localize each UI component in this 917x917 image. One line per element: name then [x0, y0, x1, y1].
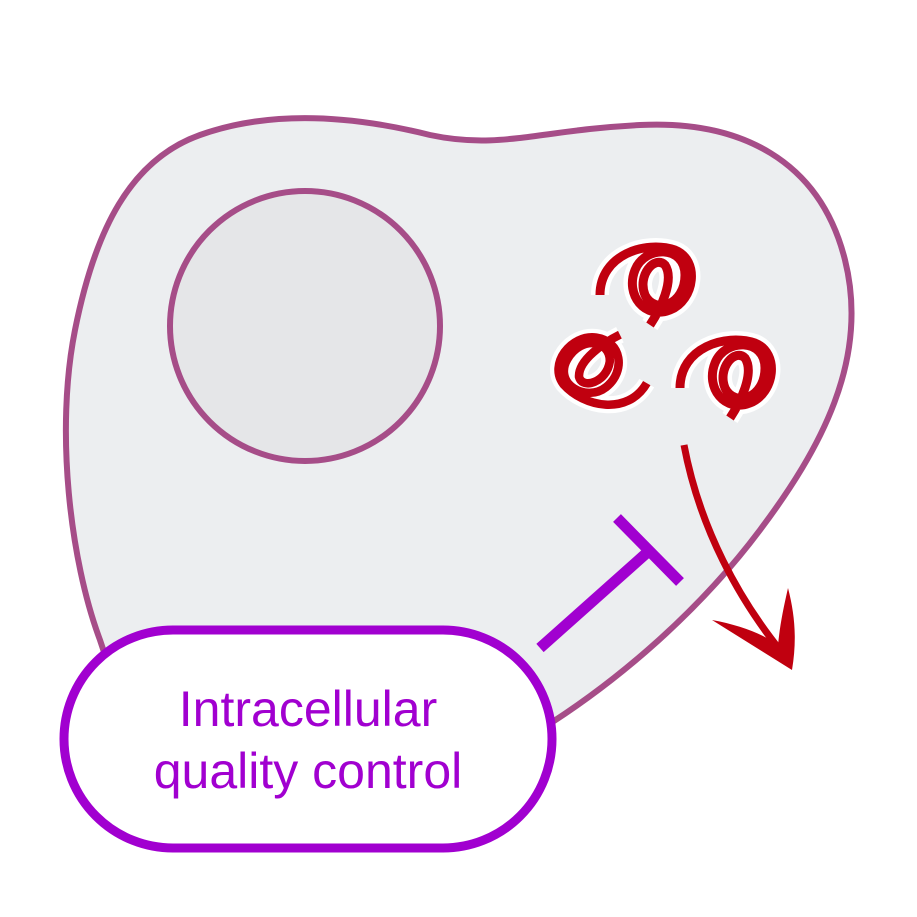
label-line-1: Intracellular: [178, 681, 438, 737]
inhibition-bar: [536, 514, 684, 653]
secretion-arrow: [680, 444, 795, 670]
quality-control-box: [59, 625, 557, 853]
quality-control-label: Intracellular quality control: [68, 640, 548, 840]
label-line-2: quality control: [153, 743, 463, 799]
nucleus: [167, 188, 443, 464]
